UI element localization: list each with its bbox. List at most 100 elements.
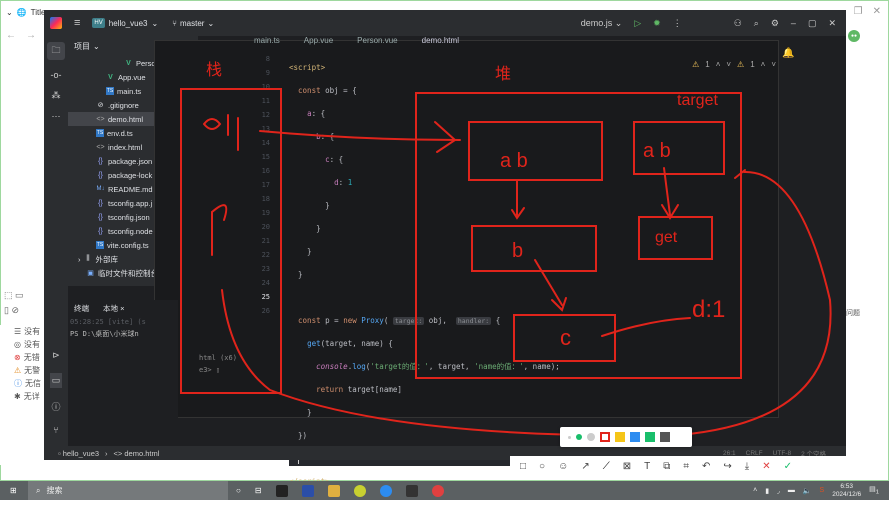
branch-switcher[interactable]: ⑂ master ⌄: [172, 18, 215, 28]
encoding[interactable]: UTF-8: [772, 449, 792, 457]
windows-start-icon[interactable]: ⊞: [10, 486, 17, 495]
cursor-position[interactable]: 26:1: [723, 449, 736, 457]
download-icon[interactable]: ⤓: [744, 460, 750, 472]
run-tool-icon[interactable]: ⊳: [52, 350, 60, 360]
structure-icon[interactable]: ⁂: [51, 90, 61, 100]
folder-icon[interactable]: 🗀: [47, 42, 65, 60]
git-icon[interactable]: ⑂: [53, 425, 59, 435]
network-icon[interactable]: ◞: [777, 487, 780, 495]
ocr-icon[interactable]: ⌗: [683, 460, 689, 472]
undo-icon[interactable]: ↶: [701, 460, 711, 472]
tree-item[interactable]: {}tsconfig.json: [68, 210, 198, 224]
input-method-icon[interactable]: S: [819, 487, 825, 494]
arrow-icon[interactable]: ↗: [581, 460, 590, 472]
close-icon[interactable]: ✕: [872, 6, 881, 17]
tree-item[interactable]: ›⫼外部库: [78, 254, 118, 264]
swatch-red[interactable]: [600, 432, 610, 442]
terminal-output[interactable]: 05:28:25 [vite] (s PS D:\桌面\小米球n: [70, 318, 146, 338]
run-icon[interactable]: ▷: [634, 17, 642, 28]
tree-item[interactable]: {}tsconfig.node: [68, 224, 198, 238]
text-icon[interactable]: T: [644, 460, 651, 472]
share-icon[interactable]: ↪: [723, 460, 732, 472]
back-button[interactable]: ←: [6, 30, 16, 41]
swatch-yellow[interactable]: [615, 432, 625, 442]
tab-demo-html[interactable]: demo.html: [422, 36, 459, 50]
restore-icon[interactable]: ❐: [853, 6, 863, 17]
tree-item[interactable]: {}tsconfig.app.j: [68, 196, 198, 210]
terminal-icon[interactable]: ▭: [49, 373, 63, 388]
volume-icon[interactable]: 🔈: [802, 487, 812, 495]
run-config-select[interactable]: demo.js ⌄: [580, 17, 623, 28]
circle-icon[interactable]: ○: [539, 460, 546, 472]
mic-icon[interactable]: ▮: [765, 487, 770, 495]
app-icon[interactable]: [379, 484, 392, 497]
taskbar-search[interactable]: ⌕ 搜索: [28, 481, 228, 500]
gear-icon[interactable]: ⚙: [770, 17, 779, 28]
browser-tab[interactable]: ⌄ 🌐 Title: [6, 4, 156, 20]
chrome-app-icon[interactable]: [431, 484, 444, 497]
tab-main-ts[interactable]: main.ts: [254, 36, 280, 45]
notification-bell-icon[interactable]: 🔔: [782, 48, 795, 59]
add-user-icon[interactable]: ⚇: [733, 17, 742, 28]
avatar[interactable]: ●●: [848, 30, 860, 42]
cancel-icon[interactable]: ✕: [762, 460, 771, 472]
debug-icon[interactable]: ✹: [653, 17, 661, 28]
hamburger-menu-icon[interactable]: ≡: [74, 17, 81, 29]
notification-icon[interactable]: ▤1: [869, 486, 879, 496]
tree-item[interactable]: ⊘.gitignore: [97, 100, 139, 110]
chevron-up-icon[interactable]: ˄: [715, 60, 721, 69]
inspect-icon[interactable]: ⬚ ▭: [4, 290, 24, 300]
rectangle-icon[interactable]: □: [520, 460, 527, 472]
maximize-icon[interactable]: ▢: [807, 17, 817, 28]
line-separator[interactable]: CRLF: [745, 449, 763, 457]
tree-item[interactable]: {}package.json: [68, 154, 198, 168]
search-icon[interactable]: ⌕: [753, 17, 759, 28]
tree-item[interactable]: <>index.html: [96, 142, 143, 152]
tree-item[interactable]: ▣临时文件和控制台: [87, 268, 158, 278]
chevron-right-icon[interactable]: ›: [78, 254, 81, 264]
swatch-gray[interactable]: [660, 432, 670, 442]
webstorm-app-icon[interactable]: [405, 484, 418, 497]
app-icon[interactable]: [275, 484, 288, 497]
chevron-down-icon[interactable]: ⌄: [6, 7, 13, 17]
size-medium[interactable]: [576, 434, 582, 440]
tab-terminal[interactable]: 终端: [74, 303, 89, 313]
tab-local[interactable]: 本地 ×: [103, 303, 125, 313]
tree-item[interactable]: {}package-lock: [68, 168, 198, 182]
task-view-icon[interactable]: ⊟: [254, 486, 262, 495]
swatch-blue[interactable]: [630, 432, 640, 442]
tree-item[interactable]: M↓README.md: [96, 184, 153, 194]
pen-icon[interactable]: ⟋: [602, 460, 610, 472]
close-icon[interactable]: ✕: [828, 17, 836, 28]
more-icon[interactable]: ⋮: [672, 17, 682, 28]
project-switcher[interactable]: HV hello_vue3 ⌄: [92, 18, 159, 28]
folder-app-icon[interactable]: [327, 484, 340, 497]
app-icon[interactable]: [353, 484, 366, 497]
clock[interactable]: 6:53 2024/12/6: [832, 482, 862, 498]
confirm-icon[interactable]: ✓: [783, 460, 792, 472]
project-panel-header[interactable]: 项目⌄: [74, 41, 100, 51]
swatch-green[interactable]: [645, 432, 655, 442]
file-breadcrumb[interactable]: <> demo.html: [113, 448, 160, 458]
app-icon[interactable]: [301, 484, 314, 497]
dock-icon[interactable]: ▯ ⊘: [4, 305, 19, 315]
tab-app-vue[interactable]: App.vue: [303, 36, 334, 45]
tab-person-vue[interactable]: Person.vue: [357, 36, 398, 45]
chevron-down-icon[interactable]: ˅: [771, 60, 776, 69]
cortana-icon[interactable]: ○: [236, 486, 241, 495]
forward-button[interactable]: →: [26, 30, 36, 41]
mosaic-icon[interactable]: ⊠: [622, 460, 632, 472]
project-breadcrumb[interactable]: ▫ hello_vue3: [58, 448, 100, 458]
size-large[interactable]: [587, 433, 595, 441]
minimize-icon[interactable]: –: [790, 18, 796, 28]
problems-icon[interactable]: ⓘ: [51, 402, 61, 412]
emoji-icon[interactable]: ☺: [558, 460, 569, 472]
battery-icon[interactable]: ▬: [787, 487, 795, 494]
pin-icon[interactable]: ⧉: [663, 460, 671, 472]
commit-icon[interactable]: -o-: [50, 70, 62, 80]
chevron-up-icon[interactable]: ˄: [760, 60, 766, 69]
chevron-down-icon[interactable]: ˅: [726, 60, 732, 69]
more-tools-icon[interactable]: ⋯: [51, 111, 61, 121]
